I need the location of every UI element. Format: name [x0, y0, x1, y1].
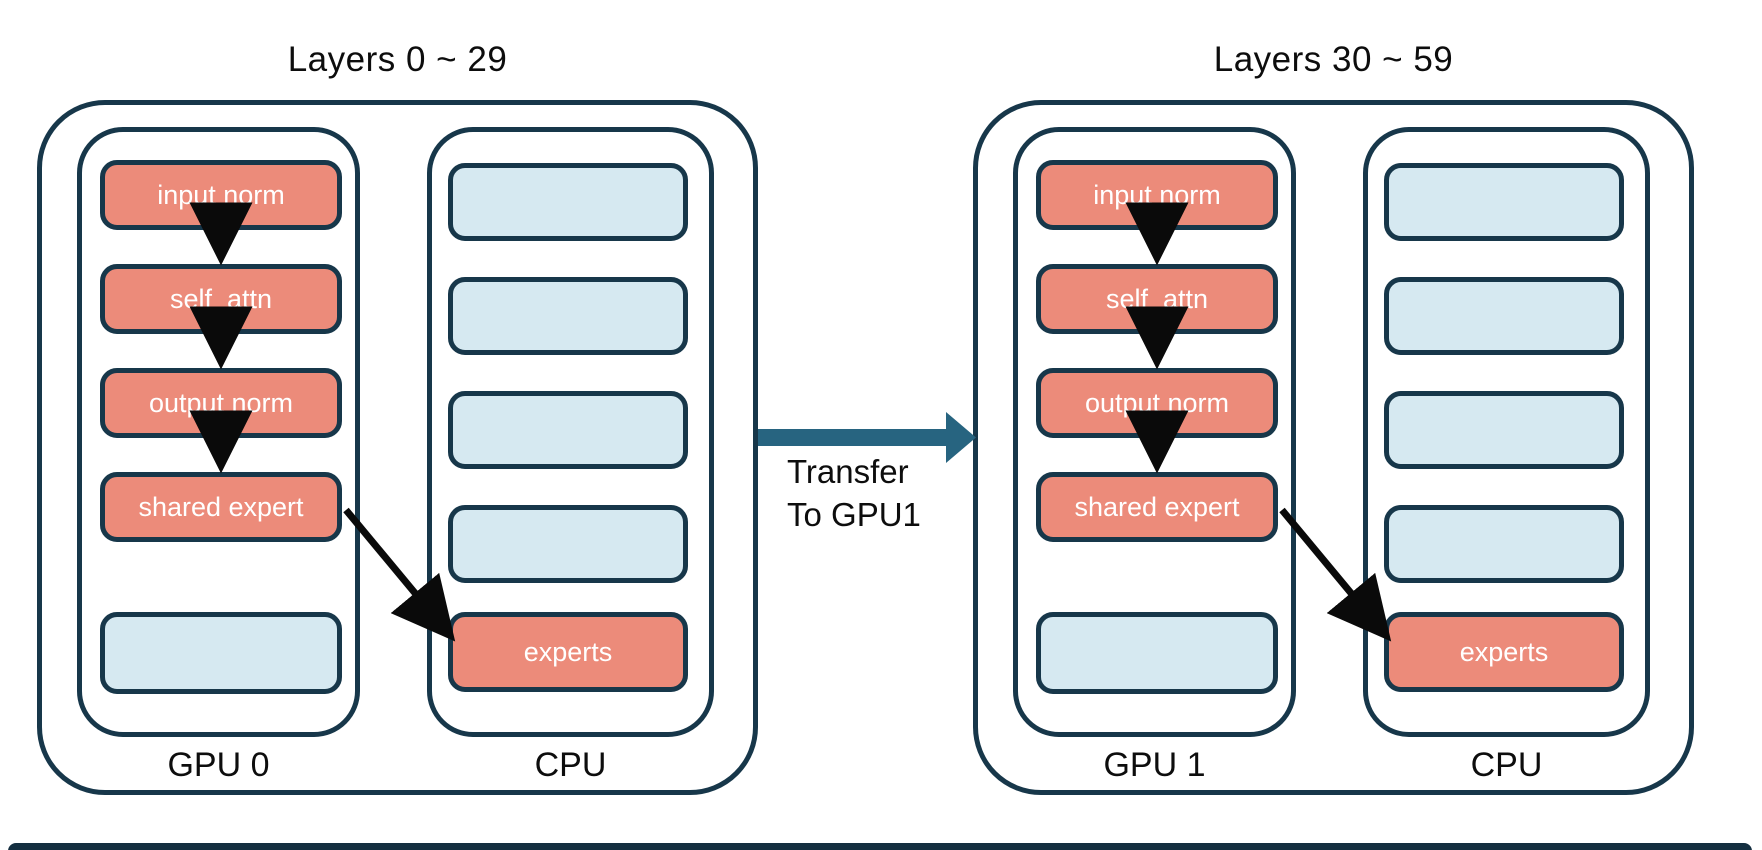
cpu-right-empty-slot-2 [1384, 277, 1624, 355]
gpu0-box-input-norm: input norm [100, 160, 342, 230]
cpu-label-left: CPU [534, 746, 607, 784]
gpu1-box-input-norm: input norm [1036, 160, 1278, 230]
gpu0-label: GPU 0 [167, 746, 270, 784]
gpu1-box-self-attn: self_attn [1036, 264, 1278, 334]
cpu-left-empty-slot-1 [448, 163, 688, 241]
cpu-left-empty-slot-3 [448, 391, 688, 469]
gpu0-box-self-attn: self_attn [100, 264, 342, 334]
cpu-right-empty-slot-3 [1384, 391, 1624, 469]
layer-group-0-29: Layers 0 ~ 29 input norm self_attn outpu… [37, 0, 758, 850]
transfer-label: Transfer To GPU1 [787, 450, 921, 536]
cpu-left-empty-slot-2 [448, 277, 688, 355]
gpu0-box-shared-expert: shared expert [100, 472, 342, 542]
cpu-right-empty-slot-4 [1384, 505, 1624, 583]
cpu-label-right: CPU [1470, 746, 1543, 784]
gpu1-box-output-norm: output norm [1036, 368, 1278, 438]
cpu-right-box-experts: experts [1384, 612, 1624, 692]
bottom-edge-bar [8, 843, 1752, 850]
transfer-label-line2: To GPU1 [787, 496, 921, 533]
group-title-right: Layers 30 ~ 59 [1213, 40, 1454, 79]
gpu1-box-shared-expert: shared expert [1036, 472, 1278, 542]
cpu-left-box-experts: experts [448, 612, 688, 692]
transfer-label-line1: Transfer [787, 453, 909, 490]
cpu-left-empty-slot-4 [448, 505, 688, 583]
gpu0-empty-slot [100, 612, 342, 694]
gpu1-empty-slot [1036, 612, 1278, 694]
cpu-right-empty-slot-1 [1384, 163, 1624, 241]
gpu1-label: GPU 1 [1103, 746, 1206, 784]
gpu0-box-output-norm: output norm [100, 368, 342, 438]
layer-group-30-59: Layers 30 ~ 59 input norm self_attn outp… [973, 0, 1694, 850]
group-title-left: Layers 0 ~ 29 [287, 40, 508, 79]
